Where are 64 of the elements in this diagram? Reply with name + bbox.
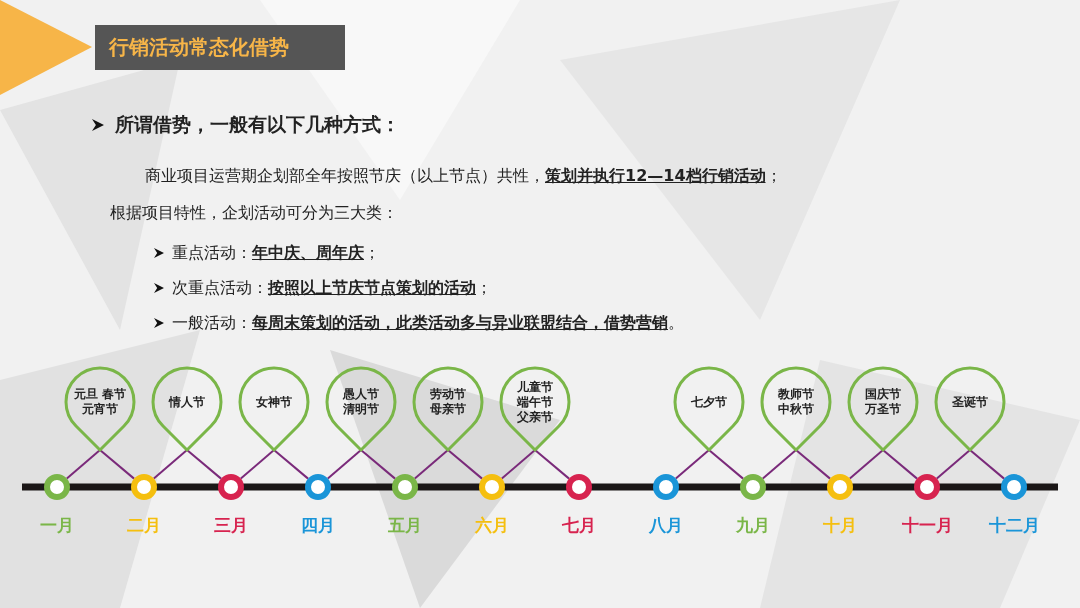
connector-line [848, 449, 884, 480]
pin-marker [934, 366, 1006, 452]
connector-line [534, 449, 571, 480]
paragraph-text: 重点活动：年中庆、周年庆； [172, 243, 380, 264]
connector-line [935, 449, 971, 480]
connector-line [273, 449, 310, 480]
section-heading: 所谓借势，一般有以下几种方式： [115, 112, 400, 137]
connector-line [969, 449, 1006, 480]
month-label: 十月 [822, 514, 858, 537]
holiday-label: 元旦 春节元宵节 [72, 387, 128, 417]
pin-marker [847, 366, 919, 452]
holiday-label: 国庆节万圣节 [864, 387, 902, 417]
connector-line [674, 449, 710, 480]
month-label: 五月 [387, 514, 423, 537]
pin-marker [151, 366, 223, 452]
holiday-label: 儿童节端午节父亲节 [516, 379, 554, 425]
timeline-circle [218, 474, 244, 500]
connector-line [882, 449, 919, 480]
holiday-label: 女神节 [255, 394, 293, 410]
connector-line [99, 449, 136, 480]
paragraph-text: 次重点活动：按照以上节庆节点策划的活动； [172, 278, 492, 299]
connector-line [500, 449, 536, 480]
timeline-circle [305, 474, 331, 500]
pin-marker [412, 366, 484, 452]
connector-line [65, 449, 101, 480]
month-label: 六月 [474, 514, 510, 537]
connector-line [447, 449, 484, 480]
holiday-label: 劳动节母亲节 [429, 387, 467, 417]
holiday-label: 教师节中秋节 [777, 387, 815, 417]
pin-marker [64, 366, 136, 452]
month-label: 一月 [39, 514, 75, 537]
month-label: 八月 [648, 514, 684, 537]
pin-marker [760, 366, 832, 452]
pin-marker [499, 366, 571, 452]
paragraph-text: 一般活动：每周末策划的活动，此类活动多与异业联盟结合，借势营销。 [172, 313, 684, 334]
month-label: 七月 [561, 514, 597, 537]
holiday-label: 愚人节清明节 [342, 387, 380, 417]
month-label: 三月 [213, 514, 249, 537]
connector-line [186, 449, 223, 480]
month-label: 十二月 [987, 514, 1041, 537]
holiday-label: 圣诞节 [951, 394, 989, 410]
pin-marker [673, 366, 745, 452]
connector-line [795, 449, 832, 480]
connector-line [761, 449, 797, 480]
paragraph-text: 根据项目特性，企划活动可分为三大类： [110, 203, 398, 224]
month-label: 十一月 [900, 514, 954, 537]
pin-marker [325, 366, 397, 452]
month-label: 九月 [735, 514, 771, 537]
holiday-label: 情人节 [168, 394, 206, 410]
paragraph-text: 商业项目运营期企划部全年按照节庆（以上节点）共性，策划并执行12—14档行销活动； [145, 166, 782, 187]
holiday-label: 七夕节 [690, 394, 728, 410]
timeline-circle [566, 474, 592, 500]
month-label: 二月 [126, 514, 162, 537]
connector-line [708, 449, 745, 480]
month-label: 四月 [300, 514, 336, 537]
pin-marker [238, 366, 310, 452]
connector-line [326, 449, 362, 480]
slide-title: 行销活动常态化借势 [95, 25, 345, 70]
connector-line [413, 449, 449, 480]
connector-line [239, 449, 275, 480]
connector-line [152, 449, 188, 480]
timeline-circle [740, 474, 766, 500]
timeline-circle [653, 474, 679, 500]
connector-line [360, 449, 397, 480]
